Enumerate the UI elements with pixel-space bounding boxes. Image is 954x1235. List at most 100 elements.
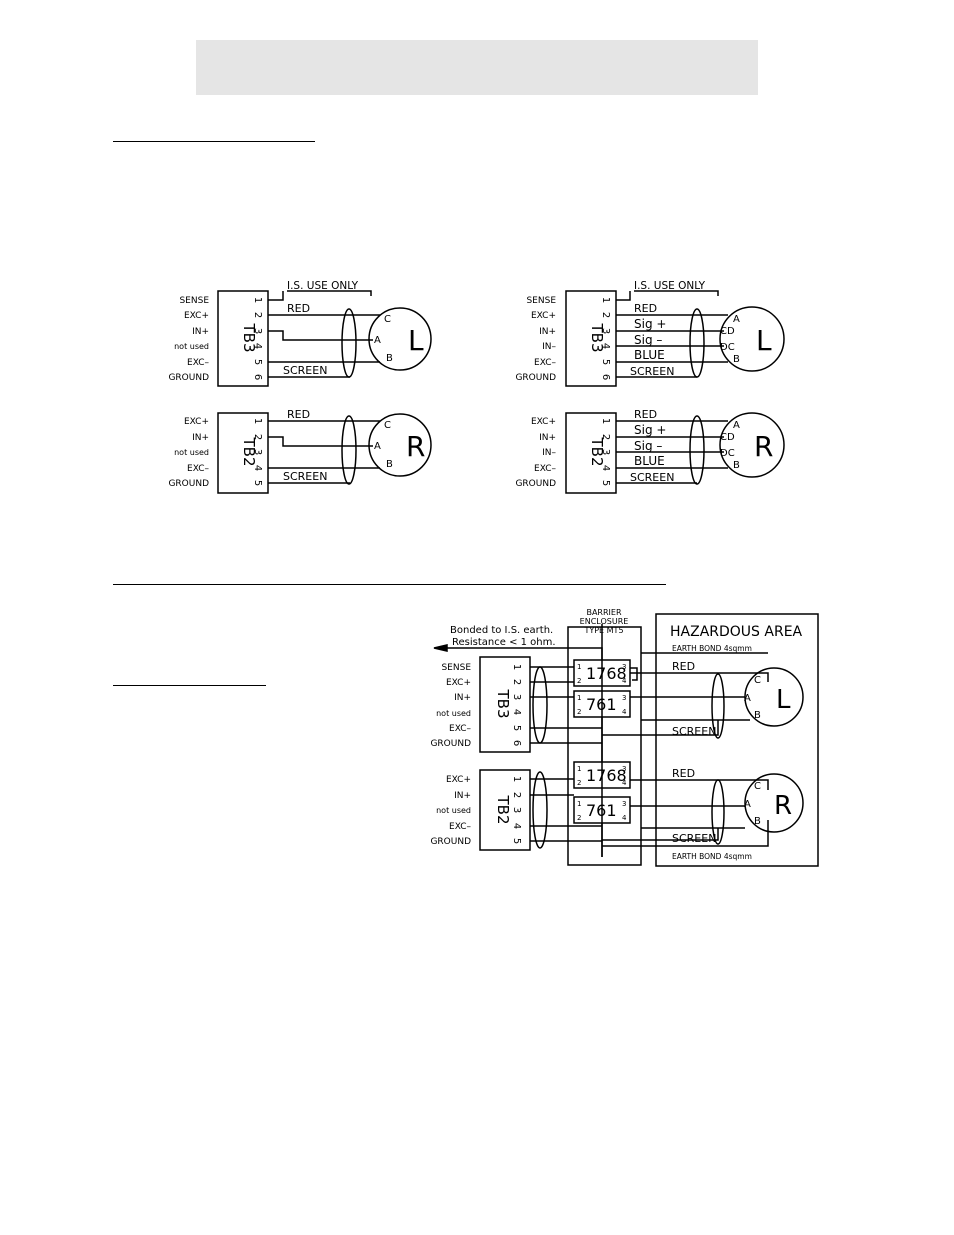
section-rule-2 <box>113 584 666 585</box>
barrier-number: 761 <box>586 695 617 714</box>
pin-number: 4 <box>252 343 263 349</box>
terminal-label: not used <box>436 806 471 815</box>
barrier-pin: 1 <box>577 765 581 773</box>
terminal-block-tb3 <box>565 290 617 387</box>
terminal-label: IN+ <box>539 327 556 337</box>
wire-label-screen: SCREEN <box>672 725 716 738</box>
wire-label-red: RED <box>287 302 310 315</box>
pin-a: A <box>733 314 740 325</box>
pin-b: B <box>386 353 393 364</box>
pin-number: 3 <box>600 449 611 455</box>
connector-l <box>744 667 804 727</box>
pin-a: A <box>374 441 381 452</box>
terminal-label: EXC– <box>187 464 209 474</box>
terminal-label: not used <box>174 342 209 351</box>
terminal-label: GROUND <box>515 479 556 489</box>
pin-b: B <box>733 354 740 365</box>
pin-number: 6 <box>600 374 611 380</box>
terminal-label: EXC+ <box>531 417 556 427</box>
is-use-only-note: I.S. USE ONLY <box>634 280 706 292</box>
pin-dc: DC <box>720 342 735 353</box>
tb-label: TB3 <box>494 689 512 719</box>
terminal-label: EXC+ <box>531 311 556 321</box>
pin-number: 1 <box>600 418 611 424</box>
barrier-pin: 2 <box>577 779 581 787</box>
pin-number: 3 <box>511 694 522 700</box>
barrier-number: 761 <box>586 801 617 820</box>
barrier-enclosure <box>567 626 642 866</box>
barrier-number: 1768 <box>586 664 627 683</box>
barrier-title: BARRIER <box>586 608 621 617</box>
terminal-label: IN+ <box>192 327 209 337</box>
barrier-pin: 3 <box>622 663 626 671</box>
barrier-pin: 1 <box>577 800 581 808</box>
wire-label-screen: SCREEN <box>630 365 674 378</box>
terminal-block-tb3 <box>217 290 269 387</box>
pin-number: 3 <box>252 449 263 455</box>
tb-label: TB3 <box>240 323 258 353</box>
connector-letter: L <box>756 324 772 357</box>
pin-b: B <box>733 460 740 471</box>
connector-letter: L <box>408 324 424 357</box>
pin-cd: CD <box>720 432 735 443</box>
pin-number: 6 <box>511 740 522 746</box>
pin-b: B <box>754 816 761 827</box>
pin-number: 4 <box>511 823 522 829</box>
pin-number: 5 <box>600 359 611 365</box>
pin-a: A <box>744 693 751 704</box>
barrier-title: TYPE MT5 <box>583 626 623 635</box>
pin-number: 4 <box>511 709 522 715</box>
pin-number: 4 <box>600 465 611 471</box>
pin-a: A <box>374 335 381 346</box>
diagram-std-tb2: TB2 1 2 3 4 5 EXC+ IN+ not used EXC– GRO… <box>168 408 432 494</box>
pin-number: 1 <box>600 297 611 303</box>
barrier-pin: 2 <box>577 677 581 685</box>
barrier-pin: 2 <box>577 814 581 822</box>
tb-label: TB2 <box>494 795 512 825</box>
tb-label: TB2 <box>240 437 258 467</box>
connector-letter: R <box>774 791 792 821</box>
pin-number: 4 <box>600 343 611 349</box>
earth-bond-label: EARTH BOND 4sqmm <box>672 644 752 653</box>
wire-label-blue: BLUE <box>634 454 665 468</box>
wire-label-red: RED <box>672 660 695 673</box>
pin-c: C <box>754 675 761 686</box>
pin-number: 1 <box>511 664 522 670</box>
pin-c: C <box>384 420 391 431</box>
connector-letter: R <box>406 430 425 463</box>
terminal-label: EXC– <box>534 464 556 474</box>
wire-label-screen: SCREEN <box>672 832 716 845</box>
barrier-pin: 3 <box>622 694 626 702</box>
terminal-label: EXC– <box>449 724 471 734</box>
wire-label-screen: SCREEN <box>630 471 674 484</box>
section-rule-1 <box>113 141 315 142</box>
terminal-label: EXC+ <box>184 311 209 321</box>
wire-label-red: RED <box>634 302 657 315</box>
wire-label-screen: SCREEN <box>283 364 327 377</box>
barrier-pin: 3 <box>622 800 626 808</box>
terminal-label: SENSE <box>441 663 471 673</box>
terminal-label: GROUND <box>430 837 471 847</box>
pin-dc: DC <box>720 448 735 459</box>
pin-number: 3 <box>511 807 522 813</box>
terminal-label: IN– <box>542 448 556 458</box>
pin-number: 2 <box>511 679 522 685</box>
terminal-label: EXC– <box>449 822 471 832</box>
pin-c: C <box>384 314 391 325</box>
terminal-label: EXC+ <box>184 417 209 427</box>
wire-label-red: RED <box>634 408 657 421</box>
terminal-label: SENSE <box>526 296 556 306</box>
is-use-only-note: I.S. USE ONLY <box>287 280 359 292</box>
earth-bond-label: EARTH BOND 4sqmm <box>672 852 752 861</box>
terminal-label: IN+ <box>539 433 556 443</box>
terminal-label: not used <box>436 709 471 718</box>
diagram-std-tb3: I.S. USE ONLY TB3 1 2 3 4 5 6 SENSE EXC+… <box>168 280 432 387</box>
terminal-block-tb3 <box>479 656 531 753</box>
connector-r <box>719 412 785 478</box>
barrier-pin: 4 <box>622 779 627 787</box>
pin-b: B <box>386 459 393 470</box>
hazardous-area-box <box>655 613 819 867</box>
connector-l <box>368 307 432 371</box>
terminal-label: EXC+ <box>446 678 471 688</box>
